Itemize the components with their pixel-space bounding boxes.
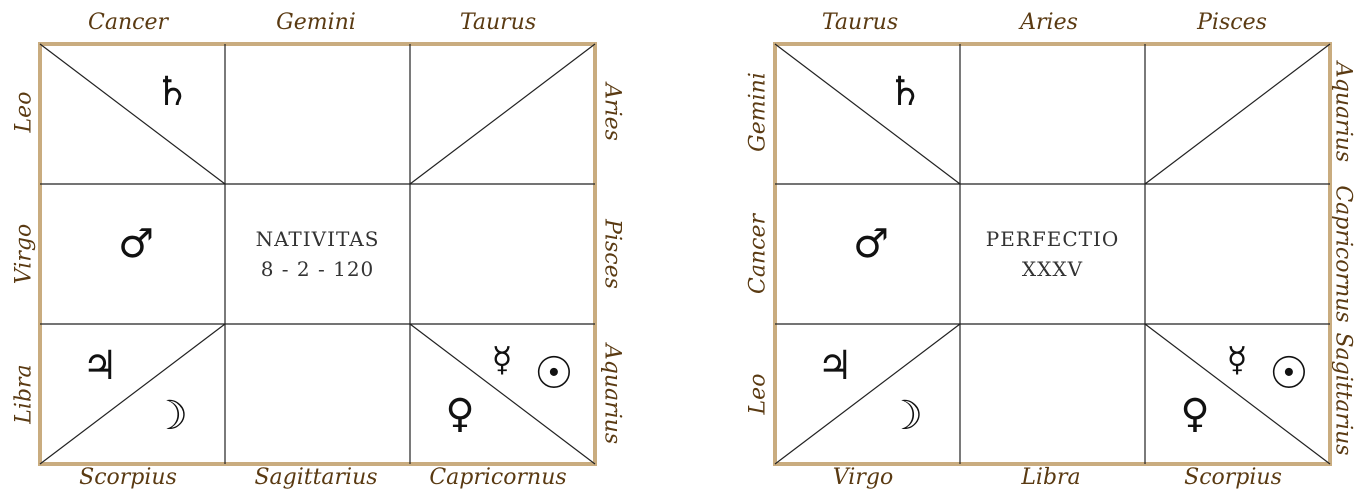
sign-bottom-2: Sagittarius <box>254 465 378 490</box>
sign-top-1: Taurus <box>821 10 899 35</box>
sign-bottom-2: Libra <box>1021 465 1081 490</box>
mercury-icon: ☿ <box>1226 340 1248 380</box>
sign-right-1: Aquarius <box>1330 61 1356 163</box>
sign-left-3: Libra <box>11 364 37 424</box>
saturn-icon: ♄ <box>154 69 190 115</box>
grid-lines <box>773 42 1332 466</box>
mars-icon: ♂ <box>853 221 889 267</box>
chart-grid: ♄ ♂ ♃ ☽ ☿ ☉ ♀ NATIVITAS 8 - 2 - 120 <box>38 42 597 466</box>
sign-left-3: Leo <box>745 373 771 415</box>
sun-icon: ☉ <box>1269 348 1309 399</box>
moon-icon: ☽ <box>152 393 188 439</box>
sign-top-1: Cancer <box>88 10 168 35</box>
jupiter-icon: ♃ <box>817 343 853 389</box>
sign-left-1: Leo <box>11 91 37 133</box>
chart-perfectio: Taurus Aries Pisces Gemini Cancer Leo Aq… <box>735 0 1356 495</box>
center-subtitle: XXXV <box>1021 257 1084 281</box>
venus-icon: ♀ <box>445 391 475 437</box>
jupiter-icon: ♃ <box>82 343 118 389</box>
sign-top-3: Pisces <box>1197 10 1267 35</box>
sun-icon: ☉ <box>534 348 574 399</box>
sign-right-3: Sagittarius <box>1330 332 1356 456</box>
sign-bottom-1: Scorpius <box>79 465 177 490</box>
mars-icon: ♂ <box>118 221 154 267</box>
sign-top-2: Gemini <box>276 10 356 35</box>
sign-bottom-3: Capricornus <box>429 465 567 490</box>
moon-icon: ☽ <box>887 393 923 439</box>
mercury-icon: ☿ <box>491 340 513 380</box>
sign-right-2: Capricornus <box>1330 185 1356 323</box>
venus-icon: ♀ <box>1180 391 1210 437</box>
sign-left-2: Cancer <box>745 214 771 294</box>
center-label: NATIVITAS 8 - 2 - 120 <box>225 184 410 324</box>
center-title: PERFECTIO <box>985 227 1120 251</box>
sign-top-3: Taurus <box>459 10 537 35</box>
sign-left-2: Virgo <box>11 223 37 285</box>
sign-right-1: Aries <box>599 83 625 141</box>
saturn-icon: ♄ <box>887 69 923 115</box>
center-title: NATIVITAS <box>255 227 380 251</box>
center-subtitle: 8 - 2 - 120 <box>260 257 375 281</box>
center-label: PERFECTIO XXXV <box>960 184 1145 324</box>
chart-nativitas: Cancer Gemini Taurus Leo Virgo Libra Ari… <box>0 0 640 495</box>
sign-top-2: Aries <box>1020 10 1078 35</box>
sign-bottom-3: Scorpius <box>1184 465 1282 490</box>
sign-left-1: Gemini <box>745 72 771 152</box>
sign-bottom-1: Virgo <box>832 465 894 490</box>
chart-grid: ♄ ♂ ♃ ☽ ☿ ☉ ♀ PERFECTIO XXXV <box>773 42 1332 466</box>
grid-lines <box>38 42 597 466</box>
sign-right-3: Aquarius <box>599 343 625 445</box>
sign-right-2: Pisces <box>599 219 625 289</box>
